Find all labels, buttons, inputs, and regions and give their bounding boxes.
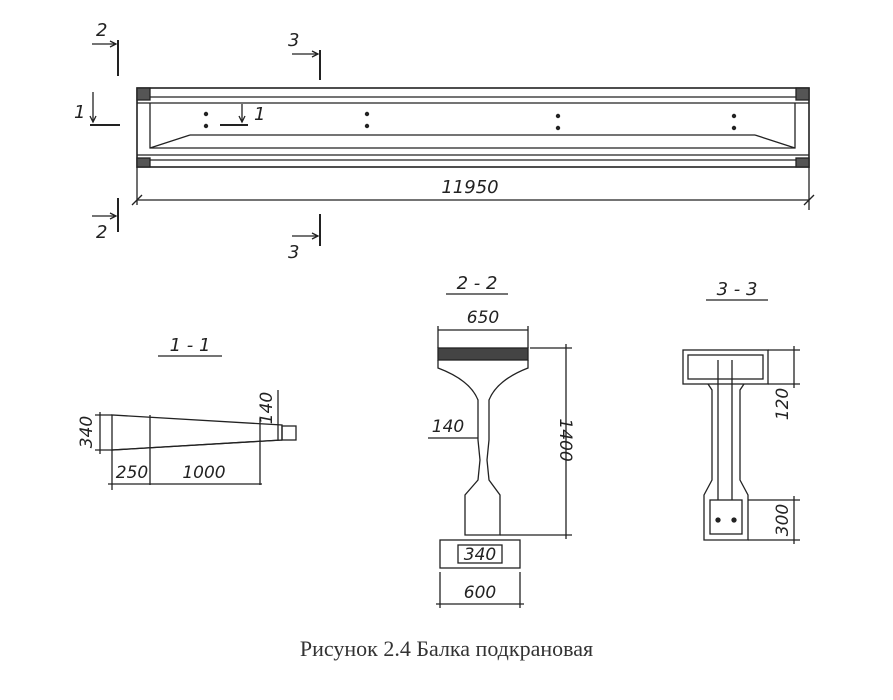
section-2-2-title: 2 - 2 (457, 273, 498, 294)
cut-2-top-label: 2 (96, 20, 107, 41)
length-dim: 11950 (441, 177, 498, 198)
section-3-3-bottom-dim: 300 (773, 504, 793, 536)
figure-caption: Рисунок 2.4 Балка подкрановая (299, 636, 594, 661)
cut-1-left-label: 1 (74, 102, 85, 123)
cut-2-bottom-label: 2 (96, 222, 107, 243)
cut-1-right-label: 1 (254, 104, 265, 125)
cut-3-bottom-label: 3 (288, 242, 299, 263)
section-2-2-top-width-dim: 650 (467, 308, 499, 328)
section-2-2-bottom-width-dim: 600 (464, 583, 496, 603)
section-2-2 (428, 293, 572, 608)
section-1-1 (95, 355, 297, 490)
section-1-1-bottom-left-dim: 250 (116, 463, 148, 483)
cut-3-top-label: 3 (288, 30, 299, 51)
section-2-2-height-dim: 1400 (555, 418, 575, 461)
section-1-1-title: 1 - 1 (170, 335, 211, 356)
section-3-3-top-dim: 120 (773, 388, 793, 420)
section-1-1-height-dim: 340 (77, 416, 97, 448)
section-1-1-bottom-right-dim: 1000 (182, 463, 225, 483)
section-3-3-title: 3 - 3 (717, 279, 758, 300)
section-2-2-bottom-inner-dim: 340 (464, 545, 496, 565)
section-2-2-web-dim: 140 (432, 417, 464, 437)
section-3-3 (682, 299, 800, 544)
beam-elevation (89, 40, 815, 246)
section-1-1-end-dim: 140 (257, 392, 277, 424)
